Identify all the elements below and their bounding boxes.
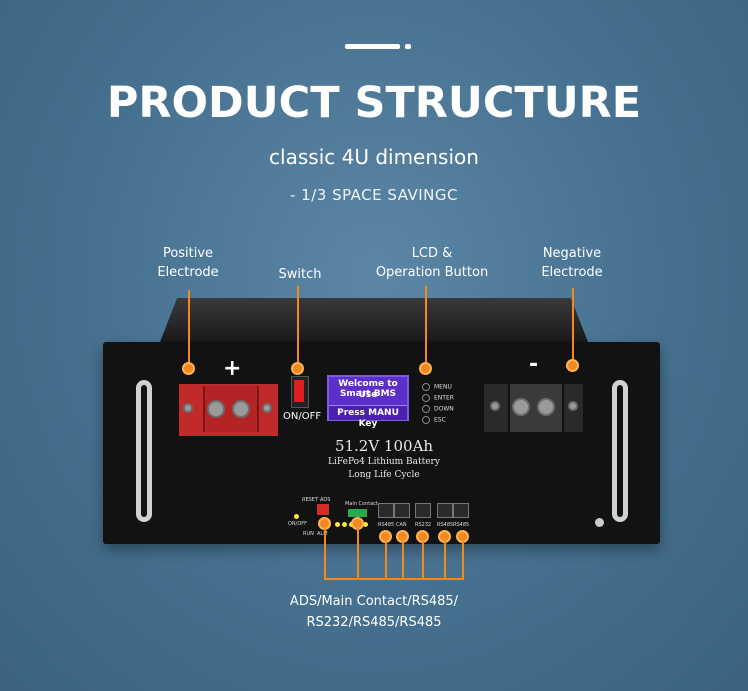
button-circle-icon: [422, 394, 430, 402]
callout-line: [422, 541, 424, 579]
button-circle-icon: [422, 416, 430, 424]
bolt-icon: [232, 400, 250, 418]
positive-sign: +: [223, 356, 242, 381]
decor-bar: [345, 44, 400, 49]
callout-dot: [419, 362, 432, 375]
callout-line: [462, 541, 464, 579]
callout-line: [324, 578, 464, 580]
port-rs485-2[interactable]: [437, 503, 453, 518]
lcd-line1: Welcome to Use: [338, 379, 398, 400]
led-indicator: [342, 522, 347, 527]
callout-line: [188, 290, 190, 366]
port-label: RS485: [437, 522, 454, 528]
callout-lcd: LCD & Operation Button: [372, 244, 492, 282]
button-esc[interactable]: ESC: [422, 416, 446, 424]
button-esc-label: ESC: [434, 416, 446, 424]
port-rs232[interactable]: [415, 503, 431, 518]
port-rs485[interactable]: [378, 503, 394, 518]
switch-label: ON/OFF: [283, 411, 322, 422]
page-title: PRODUCT STRUCTURE: [106, 78, 642, 128]
negative-sign: -: [529, 352, 539, 377]
bolt-icon: [207, 400, 225, 418]
bottom-caption-line2: RS232/RS485/RS485: [306, 615, 442, 630]
led-indicator: [294, 514, 299, 519]
callout-line: [402, 541, 404, 579]
switch-rocker: [294, 380, 304, 402]
callout-line: [444, 541, 446, 579]
port-label: RS485: [453, 522, 470, 528]
reset-label: RESET: [302, 497, 319, 503]
bolt-icon: [537, 398, 555, 416]
bottom-caption-line1: ADS/Main Contact/RS485/: [289, 594, 459, 609]
port-label: RS485: [378, 522, 395, 528]
led-indicator: [363, 522, 368, 527]
bolt-icon: [512, 398, 530, 416]
port-label: CAN: [396, 522, 407, 528]
lcd-screen: Welcome to Use Smart BMS Press MANU Key: [327, 375, 409, 429]
alm-label: ALM: [317, 531, 328, 537]
button-menu[interactable]: MENU: [422, 383, 452, 391]
ads-dip-switch[interactable]: [317, 504, 329, 515]
callout-dot: [566, 359, 579, 372]
lcd-line2: Smart BMS: [339, 389, 397, 399]
bottom-caption: ADS/Main Contact/RS485/ RS232/RS485/RS48…: [0, 591, 748, 633]
callout-line: [385, 541, 387, 579]
run-label: RUN: [303, 531, 314, 537]
callout-line: [425, 286, 427, 364]
page-subtitle: classic 4U dimension: [269, 145, 479, 169]
button-down-label: DOWN: [434, 405, 454, 413]
bolt-icon: [568, 401, 578, 411]
callout-negative-line2: Electrode: [541, 265, 603, 280]
callout-lcd-line1: LCD &: [411, 246, 453, 261]
ground-icon: [595, 518, 604, 527]
left-handle: [136, 380, 152, 522]
button-enter-label: ENTER: [434, 394, 454, 402]
chassis-top: [160, 298, 588, 342]
callout-dot: [291, 362, 304, 375]
button-enter[interactable]: ENTER: [422, 394, 454, 402]
page-tagline: - 1/3 SPACE SAVINGC: [289, 186, 459, 204]
button-circle-icon: [422, 405, 430, 413]
callout-line: [324, 528, 326, 579]
callout-line: [572, 288, 574, 362]
port-can[interactable]: [394, 503, 410, 518]
bolt-icon: [490, 401, 500, 411]
port-rs485-3[interactable]: [453, 503, 469, 518]
main-contact-connector[interactable]: [348, 509, 367, 517]
ads-label: ADS: [320, 497, 331, 503]
led-indicator: [335, 522, 340, 527]
power-switch[interactable]: [291, 376, 309, 408]
callout-line: [297, 286, 299, 364]
spec-voltage: 51.2V 100Ah: [334, 437, 434, 455]
lcd-button-bar: Press MANU Key: [329, 405, 407, 429]
button-menu-label: MENU: [434, 383, 452, 391]
callout-negative-line1: Negative: [542, 246, 602, 261]
bolt-icon: [262, 403, 272, 413]
callout-switch: Switch: [278, 267, 322, 282]
callout-dot: [182, 362, 195, 375]
callout-lcd-line2: Operation Button: [375, 265, 489, 280]
onoff-panel-label: ON/OFF: [288, 521, 308, 527]
callout-positive-line1: Positive: [162, 246, 214, 261]
main-contact-label: Main Contact: [345, 501, 378, 507]
bolt-icon: [183, 403, 193, 413]
lcd-button-label: Press MANU Key: [337, 408, 399, 429]
spec-chemistry: LiFePo4 Lithium Battery: [328, 457, 440, 467]
callout-positive-line2: Electrode: [157, 265, 219, 280]
callout-negative: Negative Electrode: [532, 244, 612, 282]
decor-dot: [405, 44, 411, 49]
callout-positive: Positive Electrode: [148, 244, 228, 282]
button-circle-icon: [422, 383, 430, 391]
callout-line: [357, 528, 359, 579]
button-down[interactable]: DOWN: [422, 405, 454, 413]
spec-life: Long Life Cycle: [348, 470, 420, 480]
port-label: RS232: [415, 522, 432, 528]
right-handle: [612, 380, 628, 522]
